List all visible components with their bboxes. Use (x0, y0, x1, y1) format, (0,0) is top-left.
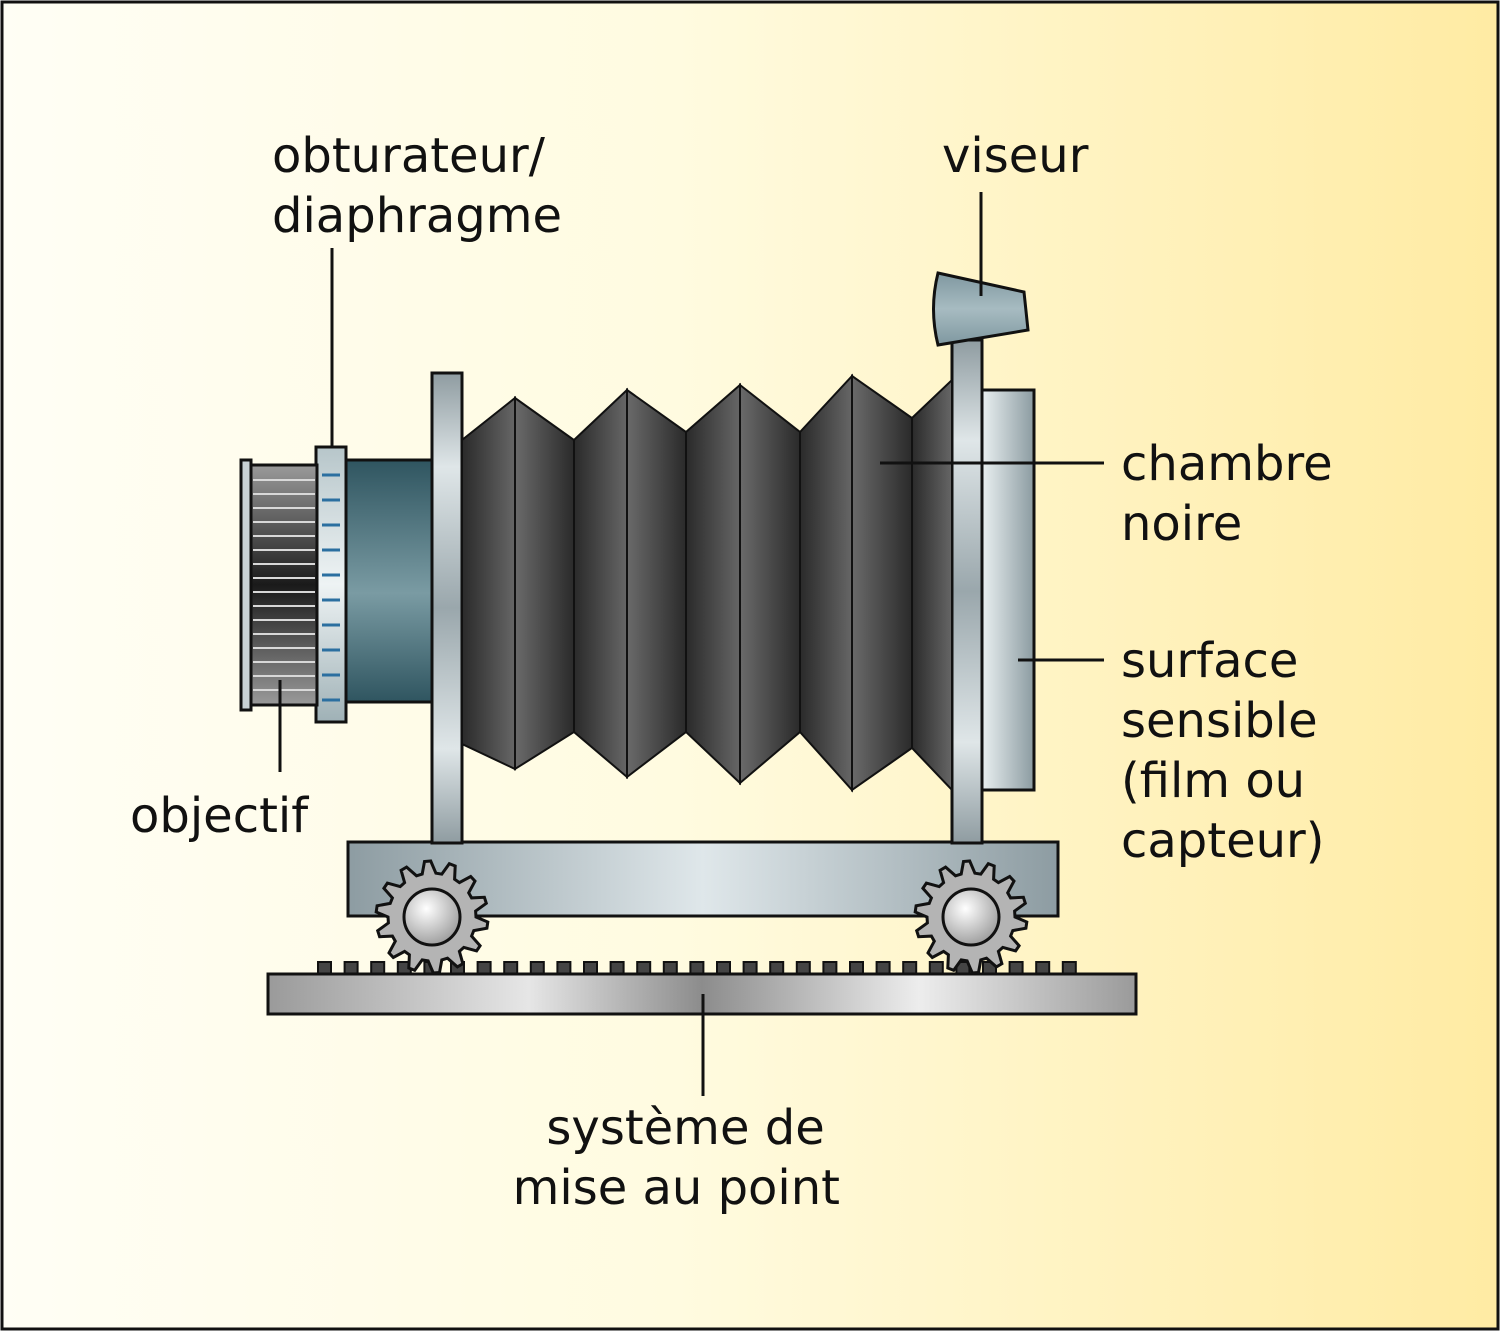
ring-ticks (322, 473, 340, 702)
front-standard (430, 371, 464, 845)
bellows-fold (851, 374, 913, 792)
bellows-fold (626, 388, 687, 780)
bellows (461, 373, 953, 793)
lens-front (239, 458, 319, 712)
sensor-label: surface sensible (film ou capteur) (1121, 633, 1333, 869)
lens-label-line: objectif (130, 788, 309, 844)
bellows-fold (911, 377, 953, 793)
bellows-fold (573, 387, 628, 780)
shutter-label: obturateur/ diaphragme (272, 128, 562, 244)
gear-hub (402, 887, 462, 947)
lens-barrel (342, 458, 434, 704)
gear-right-icon (913, 859, 1029, 975)
viewfinder (932, 271, 1030, 347)
lens-label: objectif (130, 788, 309, 844)
gear-hub (941, 887, 1001, 947)
focus-label-line: système de (546, 1100, 824, 1156)
shutter-label-line: obturateur/ (272, 128, 546, 184)
gear-left-icon (374, 859, 490, 975)
sensor-label-line: capteur) (1121, 813, 1325, 869)
sensor-label-line: surface (1121, 633, 1298, 689)
bellows-fold (685, 382, 741, 786)
darkroom-label-line: chambre (1121, 436, 1333, 492)
darkroom-label-line: noire (1121, 496, 1242, 552)
sensor-plate (980, 388, 1036, 792)
sensor-label-line: (film ou (1121, 753, 1305, 809)
rear-standard (950, 338, 984, 845)
bellows-fold (739, 382, 801, 786)
shutter-ring (314, 445, 348, 724)
shutter-label-line: diaphragme (272, 188, 562, 244)
focus-label-line: mise au point (513, 1160, 840, 1216)
bellows-fold (799, 373, 853, 793)
sensor-label-line: sensible (1121, 693, 1318, 749)
darkroom-label: chambre noire (1121, 436, 1348, 552)
viewfinder-label: viseur (942, 128, 1089, 184)
bellows-fold (514, 396, 575, 771)
focus-label: système de mise au point (513, 1100, 840, 1216)
viewfinder-label-line: viseur (942, 128, 1089, 184)
knurl-lines (253, 479, 315, 691)
bellows-fold (461, 395, 516, 771)
